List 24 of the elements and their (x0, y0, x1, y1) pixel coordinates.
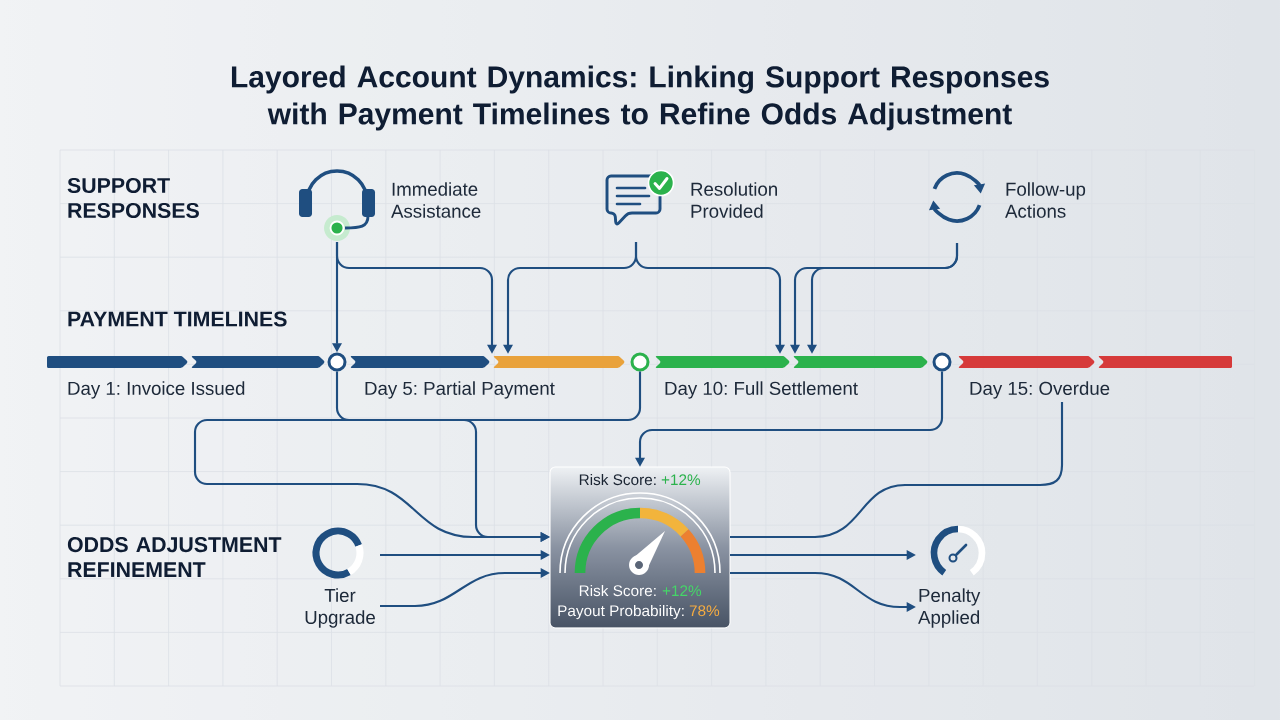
score-label: Risk Score: (579, 473, 656, 486)
timeline-label: Day 10: Full Settlement (665, 381, 858, 399)
icon-label: Immediate Assistance (391, 182, 481, 218)
milestone-circle (630, 352, 650, 372)
timeline-label: Day 15: Overdue (970, 381, 1110, 399)
score-label: Risk Score: (579, 584, 656, 597)
score-label: Payout Probability: (558, 604, 684, 620)
section-heading: SUPPORT RESPONSES (67, 177, 199, 219)
title: Layored Account Dynamics: Linking Support Responses with Payment Timelines to Refine Odds Adjustment (231, 65, 1049, 131)
connector-line (730, 402, 1064, 539)
icon-label: Resolution Provided (691, 182, 777, 218)
arrow (193, 371, 642, 542)
section-heading: ODDS ADJUSTMENT REFINEMENT (67, 537, 282, 577)
timeline-label: Day 5: Partial Payment (365, 381, 555, 399)
section-heading: PAYMENT TIMELINES (68, 311, 287, 327)
icon-label: Tier Upgrade (305, 588, 375, 628)
milestone-circle (327, 352, 347, 372)
score-value: +12% (661, 474, 701, 486)
score-value: +12% (662, 585, 702, 597)
icon-label: Follow-up Actions (1005, 182, 1086, 218)
score-value: 78% (689, 605, 720, 617)
milestone-circle (932, 352, 952, 372)
timeline-label: Day 1: Invoice Issued (68, 381, 245, 399)
icon-label: Penalty Applied (918, 588, 981, 628)
